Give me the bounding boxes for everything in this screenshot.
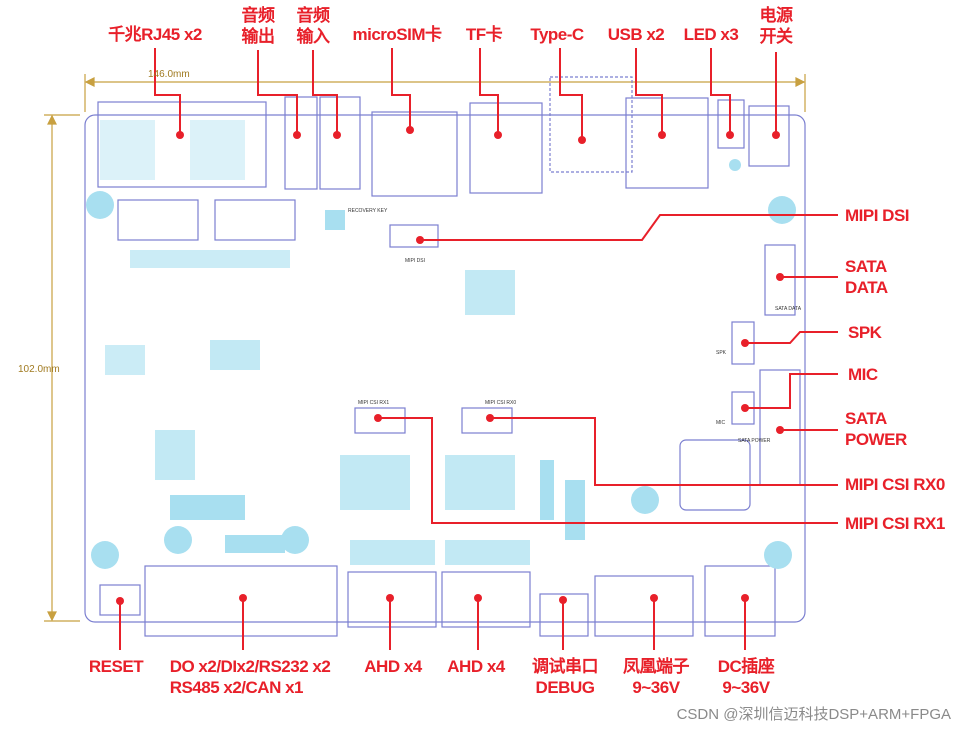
- label-led: LED x3: [683, 25, 739, 44]
- label-power-switch: 电源开关: [759, 6, 794, 46]
- silk-mic: MIC: [716, 420, 726, 426]
- label-spk: SPK: [848, 323, 882, 342]
- label-microsim: microSIM卡: [352, 25, 442, 44]
- silk-sata-power: SATA POWER: [738, 438, 771, 444]
- label-ahd-1: AHD x4: [364, 657, 422, 676]
- height-dimension: 102.0mm: [18, 364, 60, 375]
- label-mic: MIC: [848, 365, 878, 384]
- watermark: CSDN @深圳信迈科技DSP+ARM+FPGA: [676, 706, 951, 723]
- label-mipi-csi-rx0: MIPI CSI RX0: [845, 475, 945, 494]
- callout-lines: [119, 48, 838, 650]
- label-typec: Type-C: [530, 25, 584, 44]
- label-audio-out: 音频输出: [241, 6, 276, 46]
- callout-dots: [116, 126, 784, 605]
- dimension-lines: [44, 74, 806, 622]
- silk-spk: SPK: [716, 350, 727, 356]
- pcb-outline: [84, 76, 806, 637]
- label-usb: USB x2: [607, 25, 665, 44]
- label-reset: RESET: [88, 657, 144, 676]
- label-mipi-dsi: MIPI DSI: [845, 206, 910, 225]
- silk-recovery: RECOVERY KEY: [348, 208, 388, 214]
- silk-csi-rx1: MIPI CSI RX1: [358, 400, 389, 406]
- silk-csi-rx0: MIPI CSI RX0: [485, 400, 516, 406]
- pcb-components: [86, 120, 796, 569]
- label-rj45: 千兆RJ45 x2: [108, 25, 202, 44]
- label-ahd-2: AHD x4: [447, 657, 505, 676]
- label-audio-in: 音频输入: [296, 6, 331, 46]
- width-dimension: 146.0mm: [148, 69, 190, 80]
- label-tf: TF卡: [465, 25, 503, 44]
- silk-sata-data: SATA DATA: [775, 306, 802, 312]
- label-mipi-csi-rx1: MIPI CSI RX1: [845, 514, 945, 533]
- silk-mipi-dsi: MIPI DSI: [405, 258, 425, 264]
